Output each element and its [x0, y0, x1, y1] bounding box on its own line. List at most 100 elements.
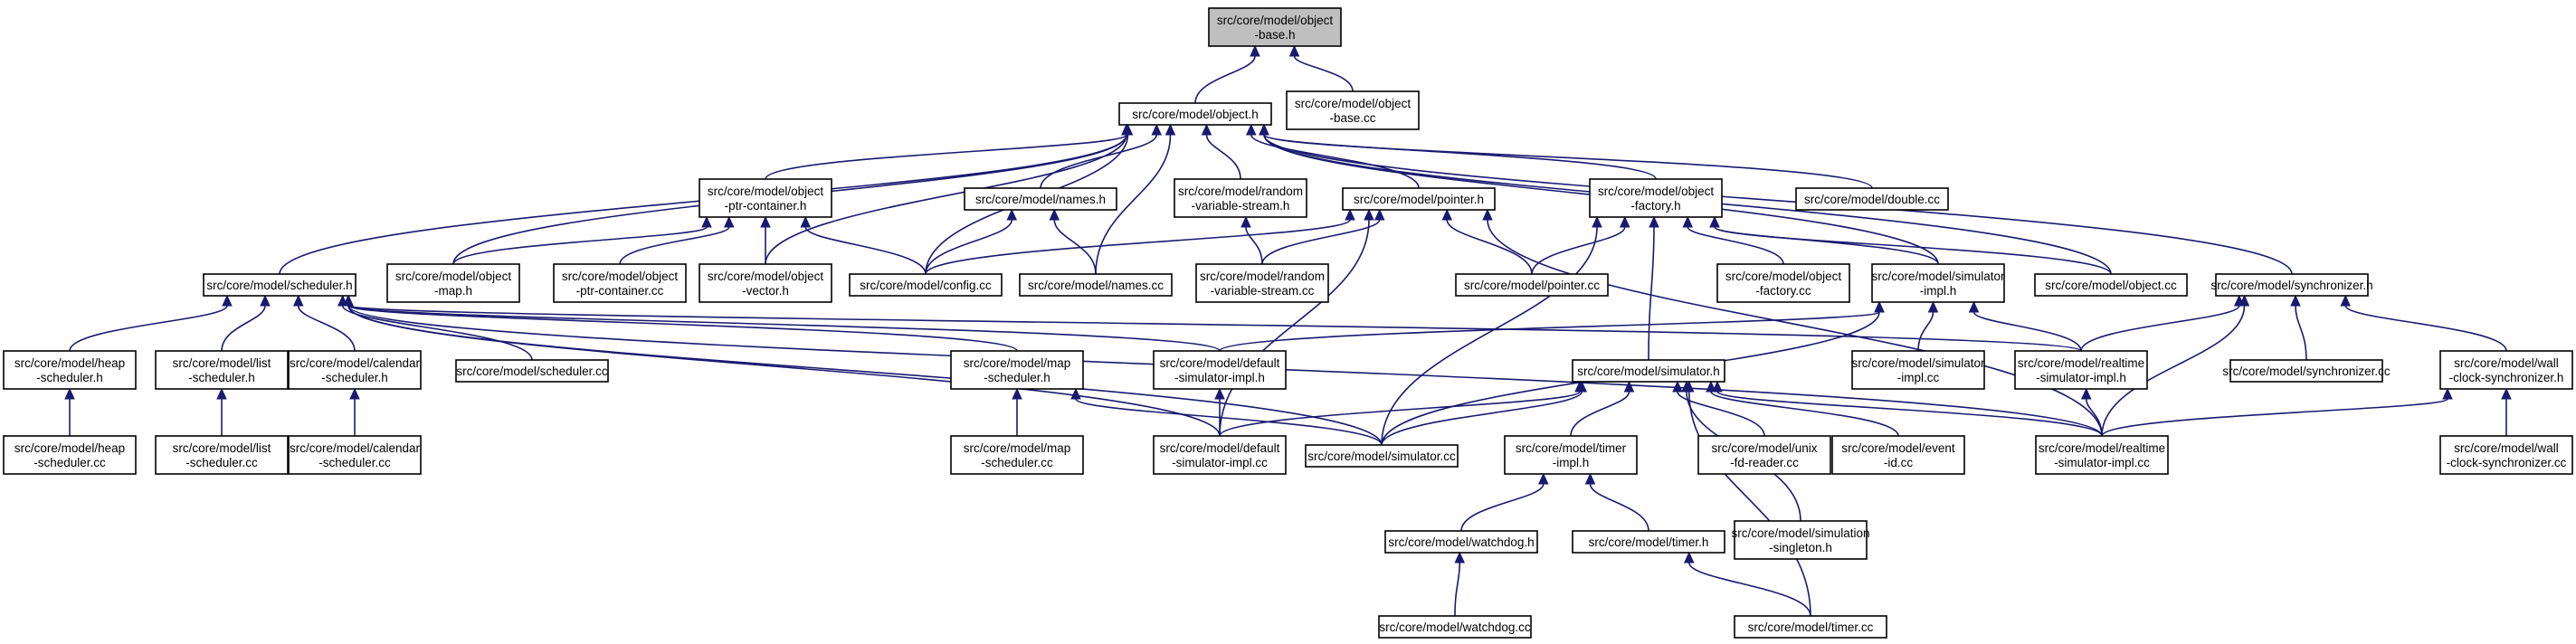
node-box [2014, 350, 2148, 390]
node-factory-cc[interactable]: src/core/model/object-factory.cc [1716, 263, 1850, 303]
edge-map_h-to-ptrc_h [452, 215, 712, 265]
edge-timer_cc-to-timer_h [1683, 551, 1811, 617]
node-timerimpl-h[interactable]: src/core/model/timer-impl.h [1504, 435, 1638, 475]
edge-defsim_cc-to-defsim_h [1214, 387, 1225, 437]
node-map-h[interactable]: src/core/model/object-map.h [386, 263, 520, 303]
arrowhead [701, 215, 712, 228]
node-heap-h[interactable]: src/core/model/heap-scheduler.h [3, 350, 137, 390]
node-box [964, 187, 1117, 211]
arrowhead [1201, 123, 1212, 136]
node-defsim-h[interactable]: src/core/model/default-simulator-impl.h [1153, 350, 1287, 390]
node-mapsched-cc[interactable]: src/core/model/map-scheduler.cc [950, 435, 1084, 475]
node-cal-cc[interactable]: src/core/model/calendar-scheduler.cc [288, 435, 422, 475]
node-heap-cc[interactable]: src/core/model/heap-scheduler.cc [3, 435, 137, 475]
edge-line [2344, 305, 2507, 352]
node-sync-cc[interactable]: src/core/model/synchronizer.cc [2222, 359, 2391, 383]
node-object-h[interactable]: src/core/model/object.h [1118, 102, 1272, 126]
arrowhead [1006, 208, 1018, 221]
node-label: src/core/model/object [708, 185, 824, 198]
node-ptrc-cc[interactable]: src/core/model/object-ptr-container.cc [553, 263, 687, 303]
node-label: src/core/model/event [1841, 441, 1955, 455]
node-label: -impl.h [1553, 456, 1590, 469]
node-list-cc[interactable]: src/core/model/list-scheduler.cc [155, 435, 289, 475]
node-double-cc[interactable]: src/core/model/double.cc [1795, 187, 1949, 211]
node-unixfd-cc[interactable]: src/core/model/unix-fd-reader.cc [1697, 435, 1831, 475]
node-label: src/core/model/object [1598, 185, 1715, 198]
edge-ptrc_cc-to-ptrc_h [619, 215, 735, 265]
node-label: src/core/model/simulator [1871, 270, 2005, 283]
node-timer-h[interactable]: src/core/model/timer.h [1572, 530, 1725, 554]
node-watchdog-h[interactable]: src/core/model/watchdog.h [1384, 530, 1538, 554]
arrowhead [292, 294, 304, 307]
node-label: src/core/model/list [173, 441, 271, 455]
node-pointer-h[interactable]: src/core/model/pointer.h [1342, 187, 1496, 211]
node-names-h[interactable]: src/core/model/names.h [964, 187, 1117, 211]
edge-rtsim_h-to-sync_h [2080, 294, 2245, 352]
edge-line [1972, 311, 2082, 352]
node-simulator-h[interactable]: src/core/model/simulator.h [1572, 359, 1725, 383]
edge-line [1095, 134, 1172, 275]
node-object-cc[interactable]: src/core/model/object.cc [2034, 273, 2188, 297]
node-label: src/core/model/object [1725, 270, 1842, 283]
node-box [1697, 435, 1831, 475]
node-ptrc-h[interactable]: src/core/model/object-ptr-container.h [699, 178, 832, 218]
arrowhead [1259, 123, 1269, 136]
node-timer-cc[interactable]: src/core/model/timer.cc [1734, 615, 1887, 639]
node-list-h[interactable]: src/core/model/list-scheduler.h [155, 350, 289, 390]
node-watchdog-cc[interactable]: src/core/model/watchdog.cc [1378, 615, 1532, 639]
edge-heap_h-to-scheduler_h [69, 294, 233, 352]
node-rtsim-h[interactable]: src/core/model/realtime-simulator-impl.h [2014, 350, 2148, 390]
edge-line [1381, 391, 1583, 446]
node-wallsync-cc[interactable]: src/core/model/wall-clock-synchronizer.c… [2439, 435, 2573, 475]
node-rtsim-cc[interactable]: src/core/model/realtime-simulator-impl.c… [2035, 435, 2169, 475]
node-label: -variable-stream.h [1192, 199, 1290, 213]
edge-timer_h-to-timerimpl_h [1584, 472, 1649, 532]
edge-watchdog_cc-to-watchdog_h [1454, 551, 1466, 617]
node-box [1734, 520, 1868, 560]
edge-wallsync_cc-to-wallsync_h [2501, 387, 2512, 437]
node-sched-cc[interactable]: src/core/model/scheduler.cc [455, 359, 609, 383]
node-box [950, 435, 1084, 475]
edge-simimpl_cc-to-simimpl_h [1917, 300, 1939, 352]
node-box [288, 350, 422, 390]
node-simulator-cc[interactable]: src/core/model/simulator.cc [1305, 444, 1459, 468]
node-defsim-cc[interactable]: src/core/model/default-simulator-impl.cc [1153, 435, 1287, 475]
node-mapsched-h[interactable]: src/core/model/map-scheduler.h [950, 350, 1084, 390]
node-label: -singleton.h [1769, 541, 1832, 554]
node-vector-h[interactable]: src/core/model/object-vector.h [699, 263, 832, 303]
edge-line [1263, 134, 2293, 275]
node-simimpl-h[interactable]: src/core/model/simulator-impl.h [1871, 263, 2005, 303]
node-label: -scheduler.h [188, 371, 255, 384]
node-simsingleton-h[interactable]: src/core/model/simulation-singleton.h [1731, 520, 1870, 560]
node-rvs-cc[interactable]: src/core/model/random-variable-stream.cc [1195, 263, 1329, 303]
node-names-cc[interactable]: src/core/model/names.cc [1019, 273, 1173, 297]
node-eventid-cc[interactable]: src/core/model/event-id.cc [1831, 435, 1965, 475]
edge-line [1219, 391, 1581, 437]
node-base-h[interactable]: src/core/model/object-base.h [1208, 7, 1342, 47]
arrowhead [1070, 387, 1081, 400]
node-sync-h[interactable]: src/core/model/synchronizer.h [2210, 273, 2373, 297]
node-box [1286, 90, 1420, 130]
edge-line [1263, 134, 1873, 189]
node-factory-h[interactable]: src/core/model/object-factory.h [1589, 178, 1723, 218]
arrowhead [1250, 44, 1260, 57]
node-simimpl-cc[interactable]: src/core/model/simulator-impl.cc [1851, 350, 1985, 390]
node-pointer-cc[interactable]: src/core/model/pointer.cc [1455, 273, 1609, 297]
node-label: src/core/model/timer.h [1589, 535, 1709, 549]
edge-line [1219, 219, 1370, 437]
node-scheduler-h[interactable]: src/core/model/scheduler.h [203, 273, 356, 297]
edge-line [1687, 226, 1784, 265]
node-label: src/core/model/object [562, 270, 679, 283]
node-base-cc[interactable]: src/core/model/object-base.cc [1286, 90, 1420, 130]
node-config-cc[interactable]: src/core/model/config.cc [849, 273, 1003, 297]
node-rvs-h[interactable]: src/core/model/random-variable-stream.h [1174, 178, 1307, 218]
node-label: src/core/model/calendar [290, 441, 421, 455]
node-label: src/core/model/simulator [1851, 356, 1985, 370]
node-box [1195, 263, 1329, 303]
node-box [950, 350, 1084, 390]
edge-object_h-to-base_h [1194, 44, 1260, 104]
node-wallsync-h[interactable]: src/core/model/wall-clock-synchronizer.h [2439, 350, 2573, 390]
node-cal-h[interactable]: src/core/model/calendar-scheduler.h [288, 350, 422, 390]
node-label: src/core/model/double.cc [1804, 193, 1940, 206]
arrowhead [1012, 387, 1022, 400]
